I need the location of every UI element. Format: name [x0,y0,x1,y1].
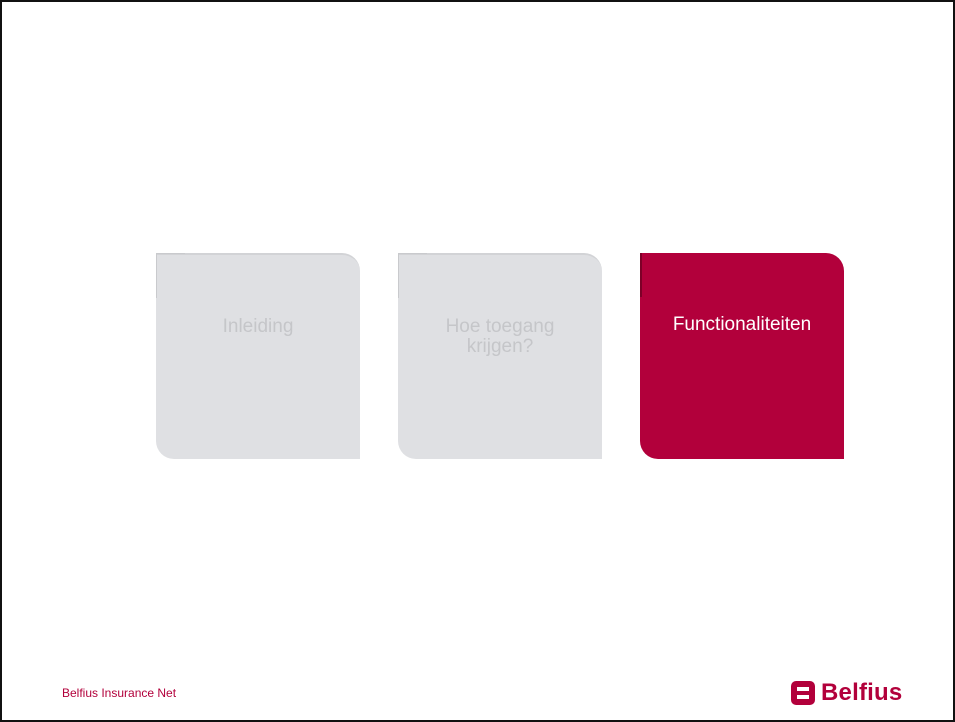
footer-text: Belfius Insurance Net [62,686,177,700]
brand-logo: Belfius [791,678,902,708]
tile-label: Hoe toegang krijgen? [445,316,555,357]
tile-label: Functionaliteiten [672,314,812,335]
belfius-logo-icon [791,681,815,705]
tile-hoe-toegang-krijgen[interactable]: Hoe toegang krijgen? [398,253,602,459]
brand-name: Belfius [821,679,903,706]
navigation-tiles: Inleiding Hoe toegang krijgen? Functiona… [154,253,844,461]
tile-inleiding[interactable]: Inleiding [156,253,360,459]
tile-label: Inleiding [222,316,294,337]
tile-functionaliteiten[interactable]: Functionaliteiten [640,253,844,459]
